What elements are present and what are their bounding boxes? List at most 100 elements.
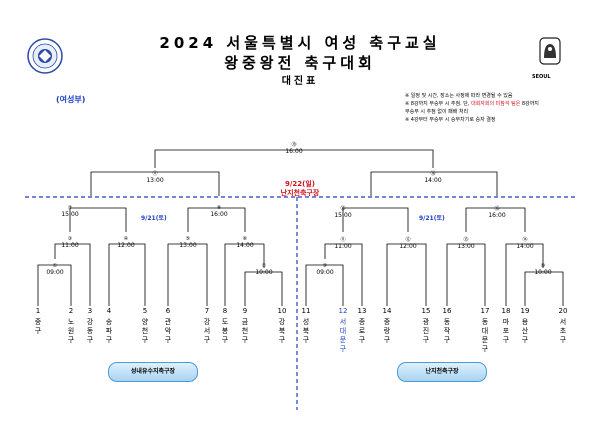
match-number: ⑦ [67, 205, 73, 211]
match-time: 11:00 [61, 242, 79, 249]
final-date-label: 9/22(일) 난지천축구장 [280, 180, 320, 197]
note-line: ※ 8강까지 무승부 시 추첨. 단, 대회자회의 미참석 팀은 8강까지 [405, 101, 539, 107]
page-title: 2024 서울특별시 여성 축구교실 [159, 34, 441, 52]
match-number: ⑭ [522, 237, 528, 243]
seoul-haechi-emblem-icon [539, 37, 561, 65]
team-number: 6 [165, 307, 171, 315]
team-name: 동대문구 [481, 318, 489, 353]
team-number: 2 [68, 307, 74, 315]
match-number: ⑱ [430, 171, 436, 177]
team-name: 도봉구 [221, 318, 229, 344]
team-number: 18 [501, 307, 511, 315]
match-number: ⑨ [322, 263, 328, 269]
team-name: 송파구 [105, 318, 113, 344]
team-number: 13 [357, 307, 367, 315]
team-number: 15 [421, 307, 431, 315]
note-line: 무승부 시 추첨 없이 패배 처리 [405, 109, 469, 115]
team-name: 동작구 [443, 318, 451, 344]
team-name: 중구 [34, 318, 42, 335]
team-number: 1 [35, 307, 41, 315]
match-number: ⑰ [152, 171, 158, 177]
team-name: 마포구 [502, 318, 510, 344]
match-number: ③ [67, 236, 73, 242]
right-date-label: 9/21(토) [419, 215, 445, 222]
team-name: 중랑구 [383, 318, 391, 344]
left-date-label: 9/21(토) [141, 215, 167, 222]
match-time: 12:00 [117, 242, 135, 249]
match-number: ⑯ [494, 206, 500, 212]
match-number: ① [52, 263, 58, 269]
note-line: ※ 4강부터 무승부 시 승부차기로 승자 결정 [405, 117, 496, 123]
seoul-sports-council-emblem-icon [27, 38, 63, 74]
note-line: ※ 일정 및 시간, 장소는 사정에 따라 변경될 수 있음 [405, 93, 513, 99]
team-number: 19 [520, 307, 530, 315]
team-name: 종로구 [358, 318, 366, 344]
match-time: 15:00 [61, 211, 79, 218]
team-number: 14 [382, 307, 392, 315]
match-time: 16:00 [210, 211, 228, 218]
team-number: 9 [242, 307, 248, 315]
match-number: ⑥ [242, 236, 248, 242]
team-number: 4 [106, 307, 112, 315]
team-number: 10 [277, 307, 287, 315]
team-name: 노원구 [67, 318, 75, 344]
match-time: 12:00 [399, 243, 417, 250]
page-subtitle: 왕중왕전 축구대회 [224, 54, 376, 72]
team-number: 16 [442, 307, 452, 315]
match-time: 15:00 [334, 212, 352, 219]
match-time: 09:00 [316, 269, 334, 276]
team-name: 강북구 [278, 318, 286, 344]
team-number: 5 [142, 307, 148, 315]
match-time: 14:00 [424, 177, 442, 184]
team-name: 광진구 [422, 318, 430, 344]
match-time: 16:00 [285, 148, 303, 155]
team-number: 20 [558, 307, 568, 315]
bracket-heading: 대진표 [281, 76, 319, 87]
team-name: 서대문구 [339, 318, 347, 353]
match-number: ⑩ [540, 263, 546, 269]
team-number: 12 [338, 307, 348, 315]
venue-right-badge: 난지천축구장 [397, 362, 487, 382]
team-number: 3 [87, 307, 93, 315]
team-name: 용산구 [521, 318, 529, 344]
team-number: 8 [222, 307, 228, 315]
match-number: ⑮ [340, 206, 346, 212]
team-name: 강서구 [203, 318, 211, 344]
team-number: 7 [204, 307, 210, 315]
team-name: 성북구 [302, 318, 310, 344]
match-number: ⑧ [216, 205, 222, 211]
match-number: ⑪ [340, 237, 346, 243]
match-number: ② [261, 263, 267, 269]
team-name: 서초구 [559, 318, 567, 344]
team-name: 금천구 [241, 318, 249, 344]
match-time: 13:00 [179, 242, 197, 249]
team-number: 17 [480, 307, 490, 315]
match-time: 10:00 [255, 269, 273, 276]
match-time: 13:00 [146, 177, 164, 184]
match-time: 16:00 [488, 212, 506, 219]
match-time: 11:00 [334, 243, 352, 250]
match-number: ⑫ [405, 237, 411, 243]
match-number: ⑲ [291, 142, 297, 148]
match-number: ④ [123, 236, 129, 242]
division-label: (여성부) [56, 95, 86, 104]
team-name: 양천구 [141, 318, 149, 344]
match-time: 10:00 [534, 269, 552, 276]
